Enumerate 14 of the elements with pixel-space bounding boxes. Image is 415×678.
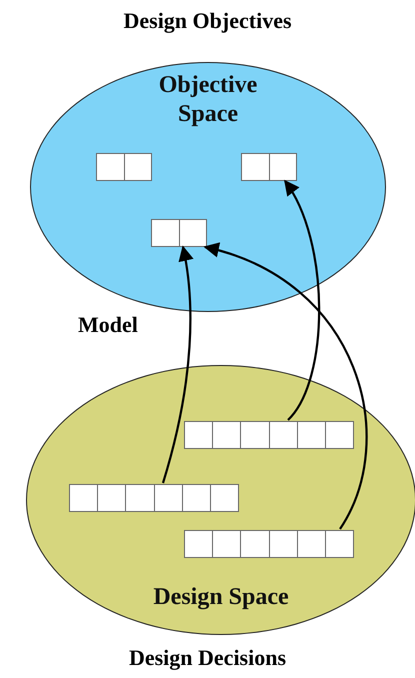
cell-pair xyxy=(241,153,297,181)
cell-array xyxy=(184,530,354,558)
space-title: Design Space xyxy=(152,583,290,612)
arrow xyxy=(284,180,320,421)
cell-pair xyxy=(151,219,207,247)
cell-pair xyxy=(96,153,152,181)
model-label: Model xyxy=(78,312,138,338)
space-title: Objective Space xyxy=(158,71,258,129)
arrow xyxy=(162,246,194,484)
cell-array xyxy=(184,421,354,449)
diagram-title: Design Objectives xyxy=(122,8,293,34)
cell-array xyxy=(69,484,239,512)
arrow xyxy=(204,244,368,530)
diagram-caption: Design Decisions xyxy=(128,645,288,671)
